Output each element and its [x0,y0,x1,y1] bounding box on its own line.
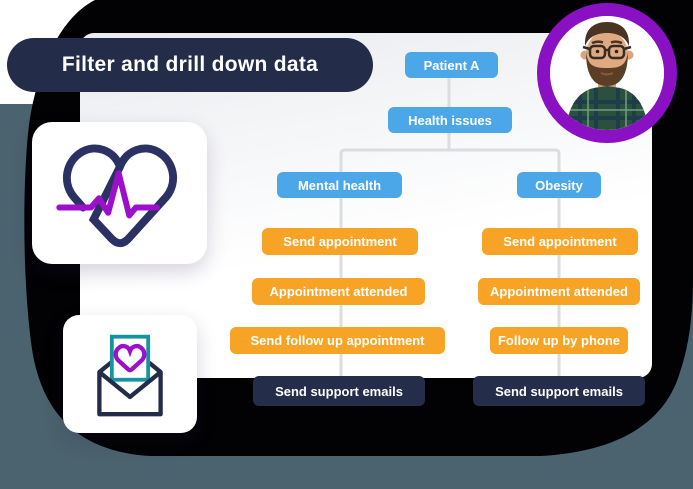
node-send-appointment-right[interactable]: Send appointment [482,228,638,255]
envelope-heart-icon [97,334,163,417]
node-patient-a[interactable]: Patient A [405,52,498,78]
node-appointment-attended-left[interactable]: Appointment attended [252,278,425,305]
node-obesity[interactable]: Obesity [517,172,601,198]
heart-pulse-card [32,122,207,264]
node-health-issues[interactable]: Health issues [388,107,512,133]
node-follow-up-by-phone[interactable]: Follow up by phone [490,327,628,354]
node-appointment-attended-right[interactable]: Appointment attended [478,278,640,305]
man-portrait-icon [550,16,664,130]
node-send-support-emails-left[interactable]: Send support emails [253,376,425,406]
avatar [537,3,677,143]
node-send-follow-up-appointment[interactable]: Send follow up appointment [230,327,445,354]
envelope-heart-card [63,315,197,433]
node-send-appointment-left[interactable]: Send appointment [262,228,418,255]
node-send-support-emails-right[interactable]: Send support emails [473,376,645,406]
heart-pulse-icon [55,144,177,248]
node-mental-health[interactable]: Mental health [277,172,402,198]
banner-title: Filter and drill down data [7,38,373,92]
